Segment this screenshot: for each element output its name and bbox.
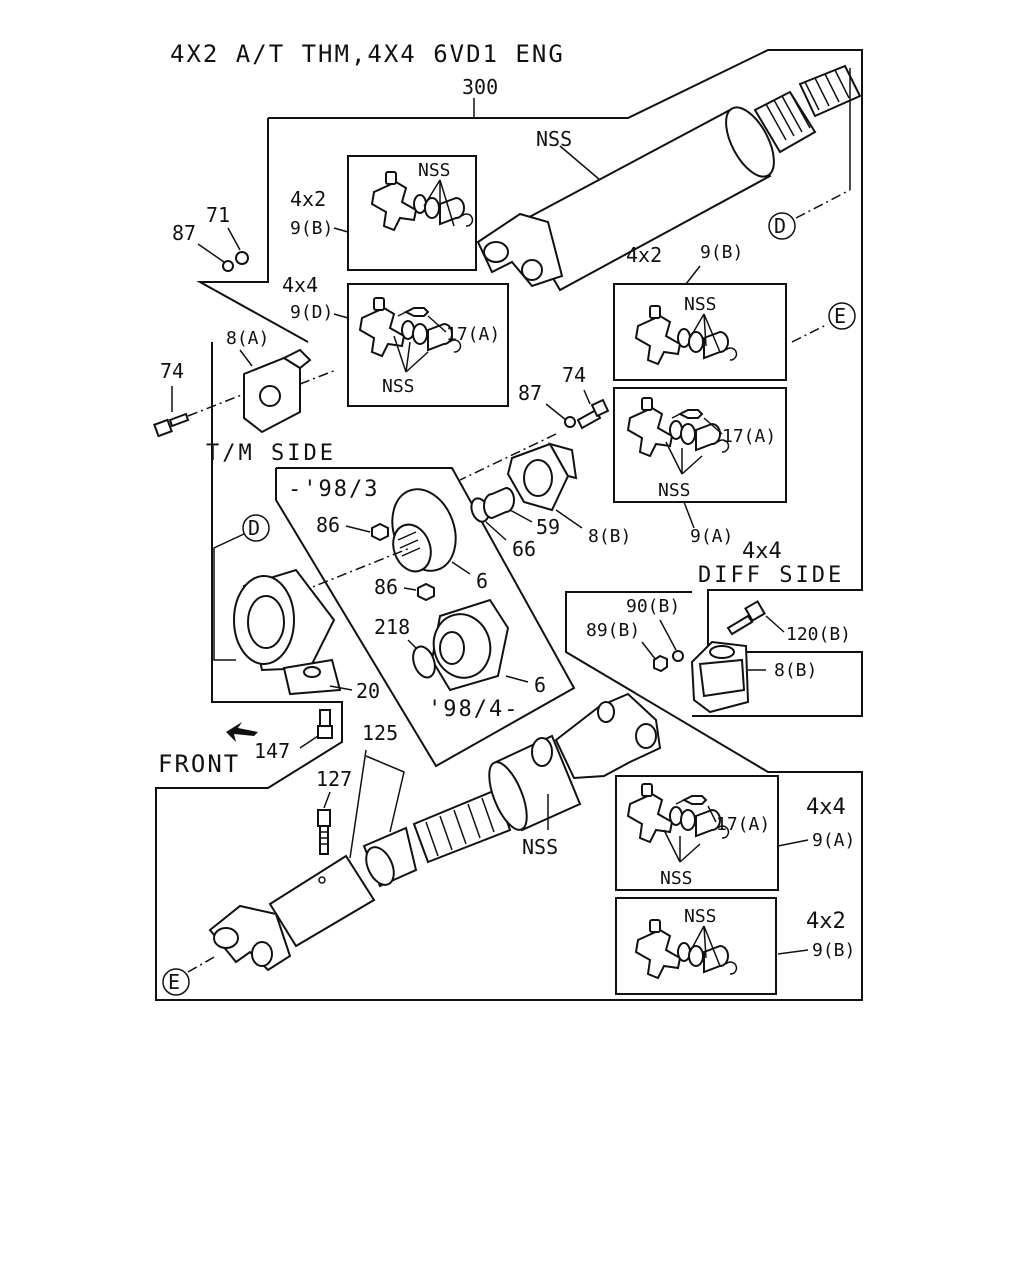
diagram-title: 4X2 A/T THM,4X4 6VD1 ENG bbox=[170, 40, 565, 68]
front-label: FRONT bbox=[158, 750, 240, 778]
part-127-label: 127 bbox=[316, 767, 352, 791]
nut-71 bbox=[235, 251, 249, 265]
part-66-label: 66 bbox=[512, 537, 536, 561]
box2-part-label: 9(D) bbox=[290, 302, 333, 323]
ref-d-top-marker bbox=[768, 212, 796, 240]
diff-side-label: DIFF SIDE bbox=[698, 563, 844, 588]
washer-90b bbox=[672, 650, 684, 662]
washer-87a bbox=[222, 260, 234, 272]
box3-part-label: 9(B) bbox=[700, 242, 743, 263]
box3-nss-label: NSS bbox=[684, 294, 717, 315]
part-90b-label: 90(B) bbox=[626, 596, 680, 617]
ref-e-right-label: E bbox=[834, 304, 846, 328]
bolt-74a bbox=[153, 412, 190, 438]
box5-nss-label: NSS bbox=[660, 868, 693, 889]
part-20-label: 20 bbox=[356, 679, 380, 703]
part-6b-label: 6 bbox=[534, 673, 546, 697]
center-bearing-20 bbox=[233, 568, 342, 696]
range-98-3-label: -'98/3 bbox=[288, 477, 379, 502]
box5-part-label: 9(A) bbox=[812, 830, 855, 851]
washer-87b bbox=[564, 416, 576, 428]
part-89b-label: 89(B) bbox=[586, 620, 640, 641]
part-8b-top-label: 8(B) bbox=[588, 526, 631, 547]
part-8a-label: 8(A) bbox=[226, 328, 269, 349]
part-71-label: 71 bbox=[206, 203, 230, 227]
part-218-label: 218 bbox=[374, 615, 410, 639]
box4-nss-label: NSS bbox=[658, 480, 691, 501]
ref-e-bottom-label: E bbox=[168, 970, 180, 994]
flange-6a bbox=[391, 488, 457, 573]
part-74a-label: 74 bbox=[160, 359, 184, 383]
box6-nss-label: NSS bbox=[684, 906, 717, 927]
box3-variant-label: 4x2 bbox=[626, 243, 662, 267]
uj-kit-box-4x2-lower bbox=[615, 897, 777, 995]
fitting-147 bbox=[317, 709, 333, 739]
front-arrow-icon bbox=[226, 722, 258, 742]
box1-part-label: 9(B) bbox=[290, 218, 333, 239]
part-300-label: 300 bbox=[462, 75, 498, 99]
box4-17-label: 17(A) bbox=[722, 426, 776, 447]
o-ring-218 bbox=[412, 645, 436, 679]
nss-shaft-top-label: NSS bbox=[536, 127, 572, 151]
box2-17-label: 17(A) bbox=[446, 324, 500, 345]
ref-d-left-marker bbox=[242, 514, 270, 542]
part-8b-diff-label: 8(B) bbox=[774, 660, 817, 681]
center-bearing-range-box bbox=[275, 467, 576, 768]
flange-8b-top bbox=[506, 442, 578, 512]
diff-variant-label: 4x4 bbox=[742, 539, 782, 564]
ref-e-right-marker bbox=[828, 302, 856, 330]
box1-nss-label: NSS bbox=[418, 160, 451, 181]
range-98-4-label: '98/4- bbox=[428, 697, 519, 722]
front-propeller-shaft bbox=[208, 692, 662, 972]
part-125-label: 125 bbox=[362, 721, 398, 745]
uj-kit-box-4x2-right bbox=[613, 283, 787, 381]
flange-8b-diff bbox=[690, 640, 750, 714]
box2-variant-label: 4x4 bbox=[282, 273, 318, 297]
uj-kit-box-4x4-upper bbox=[347, 283, 509, 407]
tm-side-label: T/M SIDE bbox=[206, 441, 336, 466]
ref-e-bottom-marker bbox=[162, 968, 190, 996]
flange-6b bbox=[430, 598, 510, 692]
box5-17-label: 17(A) bbox=[716, 814, 770, 835]
rear-shaft-group-border bbox=[268, 49, 863, 717]
part-59-label: 59 bbox=[536, 515, 560, 539]
nut-86b bbox=[417, 582, 435, 602]
flange-8a bbox=[243, 348, 312, 434]
bolt-120b bbox=[726, 600, 766, 636]
uj-kit-box-4x4-lower bbox=[615, 775, 779, 891]
part-120b-label: 120(B) bbox=[786, 624, 851, 645]
part-87a-label: 87 bbox=[172, 221, 196, 245]
box5-variant-label: 4x4 bbox=[806, 795, 846, 820]
uj-kit-box-4x2-upper bbox=[347, 155, 477, 271]
bolt-74b bbox=[576, 398, 610, 430]
box6-part-label: 9(B) bbox=[812, 940, 855, 961]
uj-kit-box-4x4-right bbox=[613, 387, 787, 503]
part-147-label: 147 bbox=[254, 739, 290, 763]
ref-d-left-label: D bbox=[248, 516, 260, 540]
part-86a-label: 86 bbox=[316, 513, 340, 537]
ref-d-top-label: D bbox=[774, 214, 786, 238]
part-87b-label: 87 bbox=[518, 381, 542, 405]
part-6a-label: 6 bbox=[476, 569, 488, 593]
nut-89b bbox=[653, 654, 668, 673]
part-86b-label: 86 bbox=[374, 575, 398, 599]
fitting-127 bbox=[317, 809, 331, 855]
box1-variant-label: 4x2 bbox=[290, 187, 326, 211]
box2-nss-label: NSS bbox=[382, 376, 415, 397]
nut-86a bbox=[371, 522, 389, 542]
nss-shaft-front-label: NSS bbox=[522, 835, 558, 859]
part-74b-label: 74 bbox=[562, 363, 586, 387]
box6-variant-label: 4x2 bbox=[806, 909, 846, 934]
box4-part-label: 9(A) bbox=[690, 526, 733, 547]
seal-59 bbox=[483, 486, 515, 520]
rear-propeller-shaft bbox=[476, 64, 862, 292]
